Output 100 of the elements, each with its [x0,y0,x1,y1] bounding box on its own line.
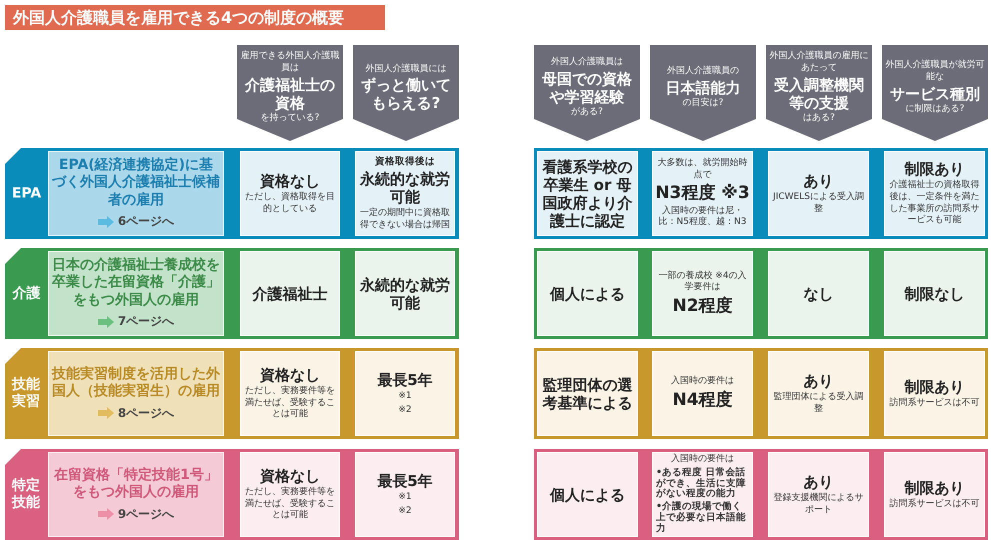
cell-note: ただし、資格取得を目的としている [244,192,336,216]
answer-cell [652,452,753,537]
system-card [48,151,224,236]
cell-heading: なし [804,284,834,302]
answer-cell [768,452,869,537]
answer-cell [355,251,455,336]
page-reference: 8ページへ [118,404,174,422]
answer-cell [537,251,638,336]
question-text: はある? [803,112,835,125]
question-heading: サービス種別 [890,84,980,103]
cell-heading: あり [804,172,834,190]
row-band [534,348,988,439]
answer-cell [355,452,455,537]
cell-note: 一定の期間中に資格取得できない場合は帰国 [359,208,451,232]
cell-note: ただし、実務要件等を満たせば、受験することは可能 [244,386,336,422]
answer-cell [240,251,340,336]
question-banner [353,45,459,141]
title-bar: 外国人介護職員を雇用できる4つの制度の概要 [5,5,385,30]
system-card [48,251,224,336]
cell-heading: 資格なし [260,366,320,384]
question-text: 外国人介護職員の [667,66,739,78]
cell-heading: 永続的な就労可能 [359,170,451,206]
question-text: の目安は? [682,98,724,110]
cell-heading: あり [804,472,834,491]
cell-heading: 制限あり [904,160,964,178]
row-band [534,449,988,540]
system-description: 技能実習制度を活用した外国人（技能実習生）の雇用 [52,366,220,400]
cell-note: ※2 [398,404,412,416]
question-heading: ずっと働いてもらえる? [360,76,452,112]
cell-note: ※1 [398,492,412,504]
answer-cell [884,151,985,236]
cell-heading: 最長5年 [377,370,433,389]
system-description: 在留資格「特定技能1号」をもつ外国人の雇用 [52,466,219,502]
question-banner [650,45,756,141]
question-text: がある? [571,107,603,119]
question-text: 雇用できる外国人介護職員は [240,51,340,75]
cell-note: 入国時の要件は [671,376,734,388]
answer-cell [884,251,985,336]
bullet-text: •介護の現場で働く上で必要な日本語能力 [656,502,747,536]
cell-heading: 監理団体の選考基準による [541,376,634,412]
answer-cell [652,251,753,336]
page-reference: 7ページへ [118,313,174,330]
cell-heading: 最長5年 [377,472,433,490]
cell-note: 訪問系サービスは不可 [890,398,980,410]
cell-note: 資格取得後は [375,155,435,168]
level-text: N2程度 [672,296,733,316]
cell-note: 訪問系サービスは不可 [890,498,980,510]
cell-heading: 個人による [550,486,625,504]
row-label: 技能実習 [11,376,41,411]
answer-cell [240,351,340,436]
row-band [5,148,459,239]
cell-note: 大多数は、就労開始時点で [656,158,748,182]
question-banner [766,45,872,141]
row-label: EPA [10,184,42,202]
answer-cell [652,151,753,236]
cell-note: ※1 [398,390,412,402]
cell-heading: 永続的な就労可能 [359,276,451,312]
system-description: 日本の介護福祉士養成校を卒業した在留資格「介護」をもつ外国人の雇用 [52,256,220,310]
question-text: を持っている? [260,112,320,125]
bullet-text: •ある程度 日常会話ができ、生活に支障がない程度の能力 [656,468,747,500]
cell-heading: あり [804,372,834,390]
cell-heading: 制限あり [904,378,964,396]
row-band [534,248,988,339]
row-band [534,148,988,239]
cell-heading: 資格なし [260,466,320,485]
system-description: EPA(経済連携協定)に基づく外国人介護福祉士候補者の雇用 [52,156,220,210]
answer-cell [768,151,869,236]
page-reference: 9ページへ [118,506,174,522]
cell-note: JICWELSによる受入調整 [772,192,865,216]
question-text: に制限はある? [906,104,964,116]
answer-cell [768,251,869,336]
cell-note: 監理団体による受入調整 [772,392,864,416]
level-text: N4程度 [672,390,733,411]
question-text: 外国人介護職員の雇用にあたって [769,51,869,75]
cell-note: 介護福祉士の資格取得後は、一定条件を満たした事業所の訪問系サービスも可能 [888,180,980,227]
question-heading: 受入調整機関等の支援 [773,76,865,112]
row-band [5,348,459,439]
page-reference: 6ページへ [118,213,174,230]
cell-heading: 個人による [550,284,625,302]
answer-cell [537,351,638,436]
question-banner [882,45,988,141]
question-heading: 日本語能力 [666,79,740,97]
cell-note: ただし、実務要件等を満たせば、受験することは可能 [244,486,336,522]
system-card [48,351,224,436]
cell-note: 一部の養成校 ※4の入学要件は [657,270,748,294]
answer-cell [537,151,638,236]
answer-cell [884,351,985,436]
question-text: 外国人介護職員が就労可能な [885,60,985,84]
answer-cell [355,151,455,236]
cell-note: 登録支援機関によるサポート [772,492,864,516]
cell-heading: 制限あり [904,478,964,497]
cell-heading: 資格なし [260,172,320,190]
cell-heading: 看護系学校の卒業生 or 母国政府より介護士に認定 [541,158,634,230]
question-banner [534,45,640,141]
cell-note: 入国時の要件は [671,454,734,466]
answer-cell [355,351,455,436]
row-label: 介護 [11,284,42,302]
question-banner [237,45,343,141]
answer-cell [240,452,340,537]
answer-cell [884,452,985,537]
